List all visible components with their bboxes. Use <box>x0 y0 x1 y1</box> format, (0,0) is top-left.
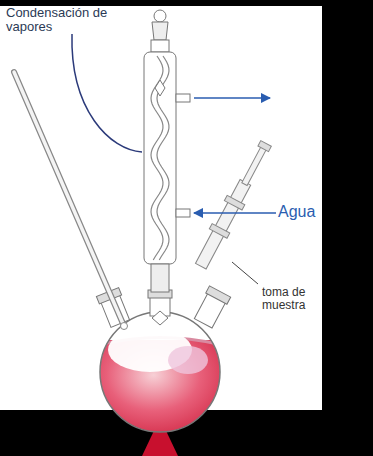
water-label: Agua <box>278 203 320 221</box>
condenser-label: Condensación de vapores <box>6 6 126 35</box>
leader-line <box>72 34 142 152</box>
thermometer <box>14 72 128 330</box>
condenser <box>144 10 190 292</box>
sample-label: toma de muestra <box>262 286 320 312</box>
water-out-arrow <box>194 97 270 99</box>
sampling-port <box>192 139 275 271</box>
ground <box>0 6 322 410</box>
water-in-arrow <box>194 212 276 214</box>
leader-line <box>232 262 258 284</box>
